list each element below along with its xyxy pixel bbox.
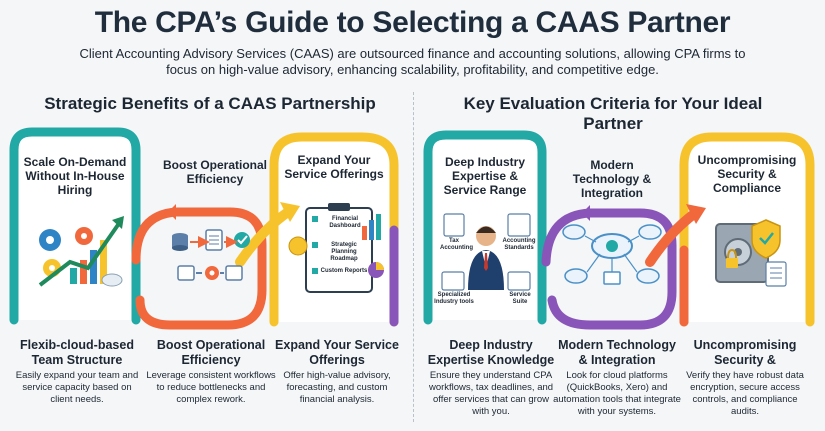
expert-person-icon — [441, 213, 531, 291]
gear-growth-chart-icon — [38, 216, 124, 287]
cloud-network-icon — [562, 224, 662, 285]
left-card-1-title: Scale On-Demand Without In-House Hiring — [23, 155, 127, 197]
right-purple-loop — [541, 205, 677, 330]
label-strategic-planning: Strategic Planning Roadmap — [330, 242, 358, 262]
right-bottom-1-title: Deep Industry Expertise Knowledge — [427, 338, 555, 367]
right-bottom-3-title: Uncompromising Security & — [693, 338, 797, 367]
right-card-1-title: Deep Industry Expertise & Service Range — [443, 155, 527, 197]
right-section-heading: Key Evaluation Criteria for Your Ideal P… — [463, 94, 763, 133]
page-subtitle: Client Accounting Advisory Services (CAA… — [79, 46, 746, 77]
label-tax-accounting: Tax Accounting — [440, 238, 473, 251]
right-card-3-title: Uncompromising Security & Compliance — [697, 153, 797, 195]
service-checklist-icon — [288, 203, 384, 293]
page-title: The CPA’s Guide to Selecting a CAAS Part… — [94, 6, 731, 39]
label-specialized-tools: Specialized Industry tools — [434, 292, 474, 305]
label-service-suite: Service Suite — [509, 292, 531, 305]
left-bottom-1-title: Flexib-cloud-based Team Structure — [20, 338, 134, 367]
right-bottom-1-desc: Ensure they understand CPA workflows, ta… — [428, 370, 554, 417]
label-custom-reports: Custom Reports — [320, 268, 368, 274]
left-bottom-3-desc: Offer high-value advisory, forecasting, … — [283, 370, 391, 405]
left-bottom-1-desc: Easily expand your team and service capa… — [15, 370, 139, 405]
left-bottom-2-desc: Leverage consistent workflows to reduce … — [146, 370, 276, 405]
label-financial-dashboard: Financial Dashboard — [329, 216, 361, 229]
section-divider — [413, 92, 414, 422]
label-accounting-standards: Accounting Standards — [502, 238, 536, 251]
left-bottom-3-title: Expand Your Service Offerings — [275, 338, 399, 367]
left-card-3-title: Expand Your Service Offerings — [284, 153, 384, 181]
left-yellow-arrow — [235, 207, 293, 267]
left-orange-loop — [131, 204, 267, 330]
left-bottom-2-title: Boost Operational Efficiency — [156, 338, 266, 367]
workflow-icon — [172, 229, 250, 281]
right-bottom-2-title: Modern Technology & Integration — [558, 338, 676, 367]
left-yellow-arrowhead — [280, 202, 300, 222]
right-bottom-2-desc: Look for cloud platforms (QuickBooks, Xe… — [553, 370, 681, 417]
right-orange-arrow — [645, 209, 699, 267]
left-section-heading: Strategic Benefits of a CAAS Partnership — [44, 94, 376, 113]
right-orange-arrowhead — [686, 204, 706, 224]
vault-shield-icon — [715, 219, 787, 287]
right-bottom-3-desc: Verify they have robust data encryption,… — [686, 370, 804, 417]
right-card-2-title: Modern Technology & Integration — [572, 158, 652, 200]
left-card-2-title: Boost Operational Efficiency — [162, 158, 267, 186]
